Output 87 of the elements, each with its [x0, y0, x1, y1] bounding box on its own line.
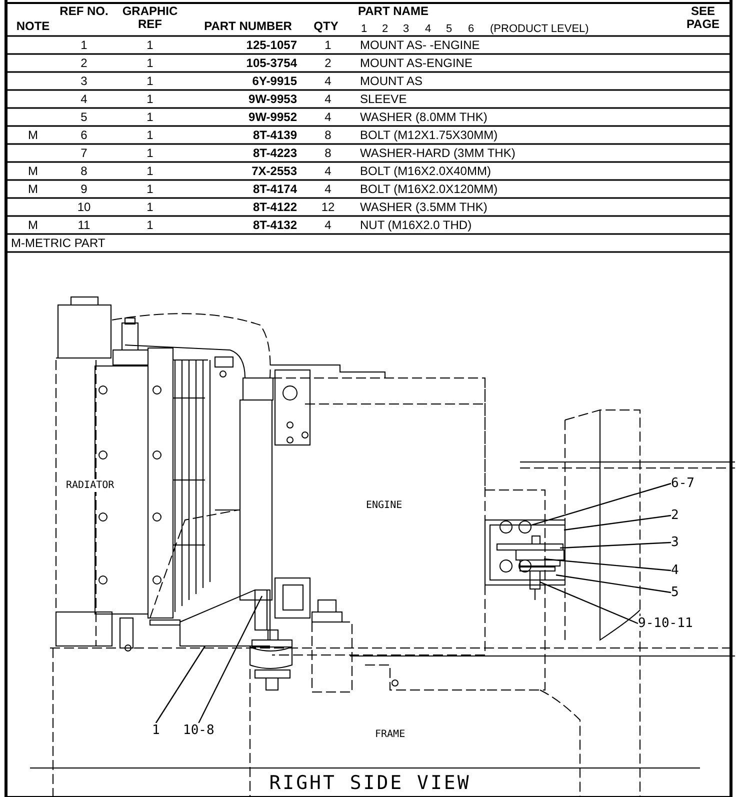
- part-label: RADIATOR: [66, 479, 114, 492]
- table-cell: 2: [80, 57, 88, 70]
- table-cell: 8T-4174: [252, 183, 297, 196]
- table-cell: WASHER (8.0MM THK): [360, 111, 488, 124]
- leader-line: [544, 558, 672, 572]
- product-level-number: 1: [361, 23, 368, 36]
- footnote: M-METRIC PART: [11, 237, 106, 250]
- callout-number: 9-10-11: [638, 616, 693, 631]
- table-cell: 9W-9952: [248, 111, 297, 124]
- column-header: PART NAME: [358, 5, 428, 18]
- table-cell: 8T-4139: [252, 129, 297, 142]
- table-cell: BOLT (M16X2.0X40MM): [360, 165, 491, 178]
- bolt-hole: [518, 520, 532, 534]
- table-cell: M: [28, 183, 38, 196]
- column-header: NOTE: [16, 20, 50, 33]
- table-cell: 8T-4122: [252, 201, 297, 214]
- leader-line: [556, 574, 672, 594]
- table-cell: 9: [80, 183, 88, 196]
- table-cell: 1: [146, 57, 154, 70]
- product-level-number: 5: [446, 23, 452, 36]
- table-cell: 1: [146, 201, 154, 214]
- table-cell: 1: [324, 39, 332, 52]
- table-cell: 8: [324, 147, 332, 160]
- table-cell: MOUNT AS: [360, 75, 422, 88]
- table-cell: 4: [324, 165, 332, 178]
- table-cell: 8: [80, 165, 88, 178]
- table-cell: SLEEVE: [360, 93, 407, 106]
- table-cell: MOUNT AS-ENGINE: [360, 57, 472, 70]
- table-cell: 1: [146, 93, 154, 106]
- leader-line: [560, 542, 672, 549]
- leader-line: [564, 514, 672, 531]
- table-cell: 6: [80, 129, 88, 142]
- table-cell: 1: [146, 129, 154, 142]
- table-cell: 1: [146, 219, 154, 232]
- table-cell: 9W-9953: [248, 93, 297, 106]
- column-header: PART NUMBER: [204, 20, 292, 33]
- table-cell: 105-3754: [246, 57, 297, 70]
- table-cell: 1: [146, 165, 154, 178]
- table-cell: 1: [146, 147, 154, 160]
- table-cell: 1: [80, 39, 88, 52]
- table-cell: 10: [77, 201, 91, 214]
- table-cell: 3: [80, 75, 88, 88]
- table-cell: 12: [321, 201, 335, 214]
- column-header: GRAPHIC REF: [121, 5, 179, 31]
- column-header: (PRODUCT LEVEL): [490, 23, 589, 36]
- table-cell: 1: [146, 183, 154, 196]
- table-cell: MOUNT AS- -ENGINE: [360, 39, 480, 52]
- table-cell: 4: [324, 183, 332, 196]
- table-cell: 1: [146, 75, 154, 88]
- table-cell: M: [28, 219, 38, 232]
- table-cell: 8T-4223: [252, 147, 297, 160]
- product-level-number: 4: [425, 23, 432, 36]
- table-cell: 8T-4132: [252, 219, 297, 232]
- table-cell: 1: [146, 39, 154, 52]
- table-cell: 125-1057: [246, 39, 297, 52]
- table-cell: NUT (M16X2.0 THD): [360, 219, 472, 232]
- bolt: [530, 570, 540, 590]
- table-cell: 1: [146, 111, 154, 124]
- column-header: REF NO.: [59, 5, 109, 18]
- table-cell: 6Y-9915: [252, 75, 297, 88]
- product-level-number: 6: [468, 23, 474, 36]
- table-cell: 11: [78, 219, 90, 232]
- table-cell: M: [28, 129, 38, 142]
- table-cell: 4: [324, 111, 332, 124]
- table-cell: 4: [80, 93, 88, 106]
- leader-line: [198, 596, 263, 724]
- table-cell: M: [28, 165, 38, 178]
- table-cell: 7X-2553: [252, 165, 297, 178]
- table-cell: BOLT (M16X2.0X120MM): [360, 183, 498, 196]
- product-level-number: 2: [382, 23, 388, 36]
- table-cell: 2: [324, 57, 332, 70]
- table-cell: 4: [324, 93, 332, 106]
- column-header: SEE PAGE: [685, 5, 721, 31]
- view-caption: RIGHT SIDE VIEW: [269, 772, 471, 794]
- leader-line: [540, 582, 638, 624]
- table-cell: BOLT (M12X1.75X30MM): [360, 129, 498, 142]
- table-cell: WASHER-HARD (3MM THK): [360, 147, 516, 160]
- table-cell: 5: [80, 111, 88, 124]
- table-cell: WASHER (3.5MM THK): [360, 201, 488, 214]
- table-cell: 4: [324, 219, 332, 232]
- table-cell: 4: [324, 75, 332, 88]
- leader-line: [530, 482, 672, 526]
- leader-line: [155, 646, 206, 724]
- table-cell: 8: [324, 129, 332, 142]
- column-header: QTY: [314, 20, 338, 33]
- table-cell: 7: [80, 147, 88, 160]
- product-level-number: 3: [403, 23, 410, 36]
